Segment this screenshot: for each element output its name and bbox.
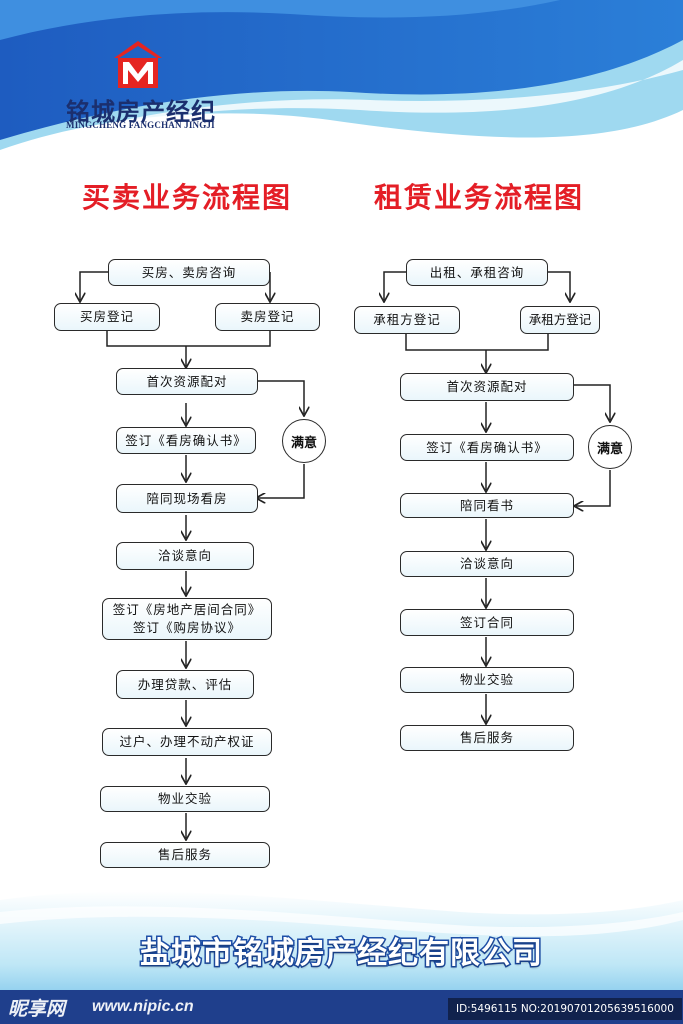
- footer-bar: [0, 990, 683, 1024]
- sale-contract-line-1: 签订《房地产居间合同》: [112, 602, 262, 617]
- sale-arrow-satisfied-to-viewing: [258, 464, 305, 498]
- sale-satisfied-circle: 满意: [282, 419, 326, 463]
- rent-arrow-consult-to-lessor: [384, 271, 406, 300]
- rent-arrow-match-to-satisfied: [574, 384, 610, 420]
- rent-merge-line: [405, 334, 549, 351]
- top-wave-white: [60, 60, 683, 135]
- rent-step-lessor-register: 承租方登记: [354, 306, 460, 334]
- sale-step-loan-assessment: 办理贷款、评估: [116, 670, 254, 699]
- watermark-url: www.nipic.cn: [92, 998, 194, 1015]
- company-logo-mark: [114, 41, 162, 88]
- top-wave-dark: [0, 0, 683, 140]
- rent-arrow-satisfied-to-viewing: [576, 470, 611, 506]
- sale-step-accompanied-viewing: 陪同现场看房: [116, 484, 258, 513]
- company-full-name: 盐城市铭城房产经纪有限公司: [139, 935, 544, 973]
- rent-step-first-match: 首次资源配对: [400, 373, 574, 401]
- logo-letter-m: [123, 62, 153, 84]
- sale-step-sign-confirmation: 签订《看房确认书》: [116, 427, 256, 454]
- sale-step-buyer-register: 买房登记: [54, 303, 160, 331]
- sale-step-first-match: 首次资源配对: [116, 368, 258, 395]
- sale-step-consult: 买房、卖房咨询: [108, 259, 270, 286]
- sale-contract-line-2: 签订《购房协议》: [132, 620, 241, 635]
- sale-arrow-match-to-satisfied: [258, 380, 304, 414]
- sale-step-after-sales: 售后服务: [100, 842, 270, 868]
- watermark-id: ID:5496115 NO:20190701205639516000: [448, 998, 682, 1020]
- bottom-wave-white: [0, 906, 683, 937]
- sale-arrow-consult-to-buyer: [80, 271, 108, 300]
- rent-satisfied-circle: 满意: [588, 425, 632, 469]
- sale-flow-title: 买卖业务流程图: [82, 181, 293, 214]
- company-logo-subtitle: MINGCHENG FANGCHAN JINGJI: [66, 120, 215, 130]
- rent-step-consult: 出租、承租咨询: [406, 259, 548, 286]
- rent-arrow-consult-to-lessee: [548, 271, 570, 300]
- watermark-brand: 昵享网: [8, 998, 66, 1020]
- sale-step-transfer-certificate: 过户、办理不动产权证: [102, 728, 272, 756]
- rent-step-lessee-register: 承租方登记: [520, 306, 600, 334]
- company-logo-name: 铭城房产经纪: [66, 97, 216, 126]
- rent-step-after-sales: 售后服务: [400, 725, 574, 751]
- sale-step-property-handover: 物业交验: [100, 786, 270, 812]
- sale-step-seller-register: 卖房登记: [215, 303, 320, 331]
- sale-merge-line: [106, 331, 271, 347]
- logo-roof: [114, 41, 162, 58]
- rent-step-property-handover: 物业交验: [400, 667, 574, 693]
- rent-flow-title: 租赁业务流程图: [374, 181, 585, 214]
- sale-step-negotiate: 洽谈意向: [116, 542, 254, 570]
- top-wave-sky: [0, 0, 560, 40]
- rent-step-accompanied-viewing: 陪同看书: [400, 493, 574, 518]
- rent-step-sign-confirmation: 签订《看房确认书》: [400, 434, 574, 461]
- sale-step-sign-contracts: 签订《房地产居间合同》 签订《购房协议》: [102, 598, 272, 640]
- rent-step-negotiate: 洽谈意向: [400, 551, 574, 577]
- rent-step-sign-contract: 签订合同: [400, 609, 574, 636]
